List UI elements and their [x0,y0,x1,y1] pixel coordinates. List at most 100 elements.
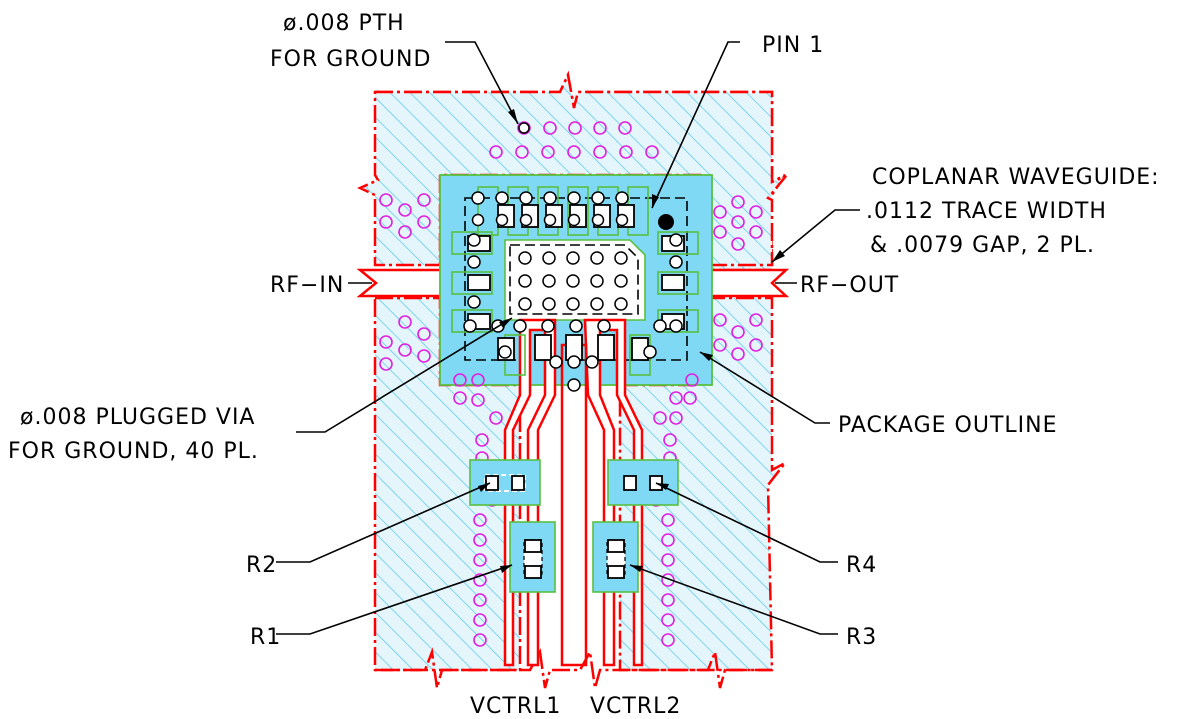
plugged-via [614,297,628,311]
pth-via [731,325,745,339]
plugged-via [495,213,509,227]
vctrl2-label: VCTRL2 [590,694,681,719]
plugged-via [597,319,611,333]
r2-footprint [469,459,541,506]
plugged-via [498,345,512,359]
pth-via [713,205,727,219]
pth-via [473,513,487,527]
exposed-paddle-dashed [509,244,639,315]
plugged-via [585,355,599,369]
plugged-via [591,191,605,205]
plugged-via [542,274,556,288]
pth-via [749,205,763,219]
pth-via [618,121,632,135]
plugged-via [519,213,533,227]
plugged-via [567,191,581,205]
cpw-label-line3: & .0079 GAP, 2 PL. [870,233,1095,258]
pth-via [379,215,393,229]
pth-via [593,145,607,159]
plugged-via [614,274,628,288]
board-bottom-break [375,647,772,689]
pth-via [683,391,697,405]
r1-label: R1 [250,625,281,650]
pth-via [731,195,745,209]
pth-via [645,145,659,159]
pth-via [731,347,745,361]
pth-via [379,335,393,349]
pth-target-via [518,122,530,134]
plugged-via [590,251,604,265]
pth-via [593,121,607,135]
r4-footprint [607,459,679,506]
pin1-label: PIN 1 [762,33,824,58]
plugged-via [615,191,629,205]
pin1-dot [658,214,674,230]
pth-via [453,373,467,387]
pth-via [417,193,431,207]
cpw-label-line2: .0112 TRACE WIDTH [866,199,1107,224]
plugged-via [463,319,477,333]
pth-via [541,145,555,159]
plugged-via [519,191,533,205]
pth-via [661,573,675,587]
plugged-via [566,274,580,288]
pth-via [661,513,675,527]
plugged-via [495,191,509,205]
pth-label-line1: ø.008 PTH [283,11,405,36]
pth-via [417,215,431,229]
pth-via [471,373,485,387]
plugged-via [566,297,580,311]
r3-label: R3 [846,625,877,650]
pth-via [473,633,487,647]
pth-via [661,533,675,547]
pth-via [713,338,727,352]
pth-via [417,349,431,363]
plugged-via [669,319,683,333]
vctrl1-label: VCTRL1 [470,694,561,719]
plugged-via [518,297,532,311]
pth-via [619,145,633,159]
plugged-via [569,319,583,333]
pth-via [473,553,487,567]
pth-via [661,633,675,647]
plugged-via-label-line1: ø.008 PLUGGED VIA [20,405,256,430]
pth-via [398,225,412,239]
plugged-via-array [463,191,683,392]
plugged-via [543,191,557,205]
plugged-via [471,191,485,205]
pth-via [568,121,582,135]
plugged-via [541,319,555,333]
plugged-via [542,251,556,265]
pth-via [749,313,763,327]
center-ground-strip [560,343,588,667]
pth-via [661,613,675,627]
plugged-via [566,251,580,265]
pth-via [749,338,763,352]
pth-via [669,391,683,405]
package-outline-label: PACKAGE OUTLINE [838,413,1058,438]
pth-via [489,145,503,159]
plugged-via [467,255,481,269]
plugged-via [542,297,556,311]
pth-via [473,573,487,587]
pth-via [713,313,727,327]
plugged-via [467,233,481,247]
pth-via [417,327,431,341]
pth-via [567,145,581,159]
plugged-via [591,213,605,227]
pth-via [731,215,745,229]
pth-via [475,433,489,447]
pth-via [473,613,487,627]
pth-via [669,411,683,425]
plugged-via [549,355,563,369]
rf-out-label: RF−OUT [800,273,899,298]
plugged-via [590,297,604,311]
r2-label: R2 [246,553,277,578]
pth-via [398,315,412,329]
pth-via [731,237,745,251]
pth-via [515,145,529,159]
pth-via [685,373,699,387]
plugged-via [467,295,481,309]
cpw-label-line1: COPLANAR WAVEGUIDE: [872,165,1160,190]
pth-label-line2: FOR GROUND [270,47,431,72]
